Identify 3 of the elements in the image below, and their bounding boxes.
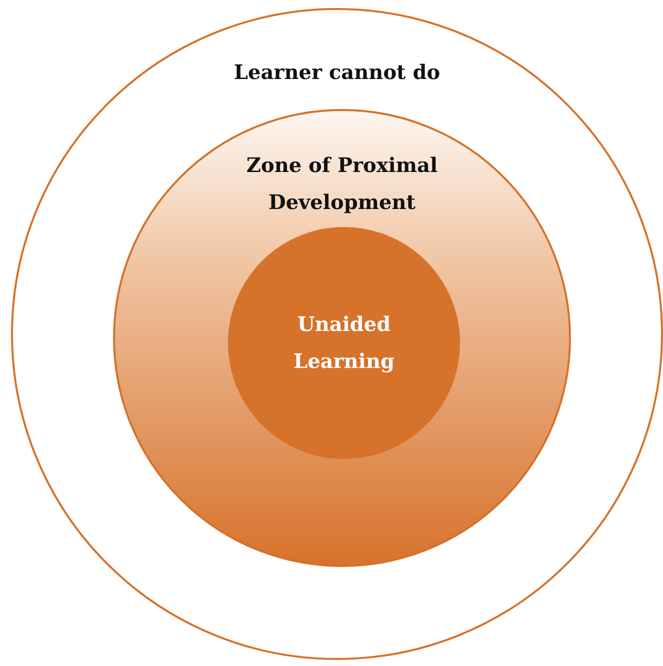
- circle-label: Zone of Proximal Development: [245, 152, 439, 216]
- circle-label: Unaided Learning: [292, 311, 396, 375]
- circle-label: Learner cannot do: [232, 59, 442, 86]
